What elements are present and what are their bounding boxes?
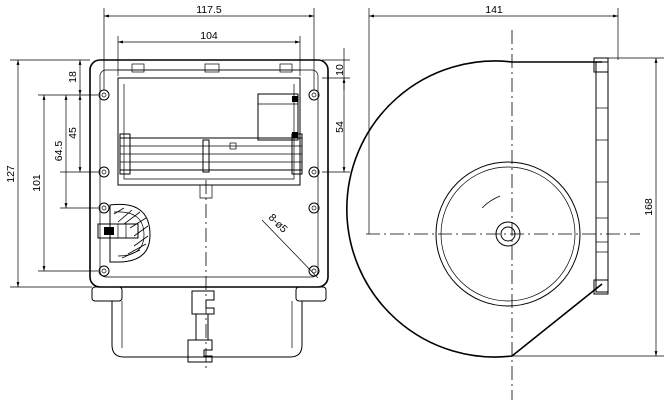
impeller-end-left	[119, 133, 131, 175]
front-view	[89, 59, 329, 370]
dim-117-5: 117.5	[196, 4, 222, 16]
dim-104: 104	[200, 30, 218, 42]
scroll-housing	[346, 60, 603, 358]
mounting-hole-center	[101, 92, 107, 98]
dim-141: 141	[485, 4, 503, 16]
holes-leader	[261, 219, 319, 279]
mounting-hole	[98, 202, 110, 214]
dim-45: 45	[67, 127, 79, 139]
dim-8-holes: 8-ø5	[266, 212, 290, 236]
front-plate-inner	[99, 69, 319, 278]
mounting-hole-center	[101, 268, 107, 274]
mounting-hole-center	[311, 268, 317, 274]
motor-terminal-1	[292, 96, 298, 102]
inlet-ring-inner	[440, 166, 576, 302]
flange-bottom-lip	[593, 279, 609, 295]
dim-54: 54	[334, 121, 346, 133]
foot-left	[91, 286, 123, 302]
dim-18: 18	[67, 71, 79, 83]
motor-terminal-2	[292, 132, 298, 138]
dim-127: 127	[5, 165, 17, 183]
mounting-hole-center	[311, 169, 317, 175]
flange-top-lip	[593, 57, 609, 73]
impeller-arc	[481, 195, 501, 209]
cable-gland	[97, 203, 151, 263]
bottom-clip	[187, 290, 215, 363]
dim-64-5: 64.5	[53, 141, 65, 162]
mounting-hole	[308, 202, 320, 214]
cable-gland-inner	[113, 211, 145, 257]
cable-gland-outline	[109, 203, 151, 263]
mounting-hole-center	[311, 205, 317, 211]
top-tab-right	[279, 63, 293, 73]
mounting-hole-center	[101, 169, 107, 175]
mounting-hole-center	[101, 205, 107, 211]
outlet-opening	[117, 77, 301, 186]
foot-right	[295, 286, 327, 302]
front-plate-outline	[89, 59, 329, 288]
outlet-opening-inner	[123, 84, 295, 180]
mounting-hole	[98, 89, 110, 101]
mounting-hole	[308, 89, 320, 101]
dim-168: 168	[643, 198, 655, 216]
front-dimensions: 117.5 104 127 101 64.5 45 18	[5, 4, 350, 288]
shaft-notch	[199, 184, 213, 199]
dim-10: 10	[334, 64, 346, 76]
impeller-tab	[229, 142, 237, 150]
top-tab-middle	[204, 63, 220, 73]
mounting-hole	[98, 166, 110, 178]
mounting-hole	[98, 265, 110, 277]
outlet-flange	[595, 61, 609, 293]
side-dimensions: 141 168	[368, 4, 664, 357]
mounting-hole	[308, 265, 320, 277]
mounting-hole-center	[311, 92, 317, 98]
side-view	[346, 30, 640, 400]
motor-box	[257, 93, 299, 141]
impeller-hub	[202, 139, 210, 173]
dim-101: 101	[31, 174, 43, 192]
inlet-ring-outer	[435, 161, 581, 307]
top-tab-left	[131, 63, 145, 73]
mounting-hole	[308, 166, 320, 178]
housing-bottom	[111, 301, 303, 358]
mounting-holes	[98, 89, 320, 277]
gland-core	[104, 227, 114, 235]
